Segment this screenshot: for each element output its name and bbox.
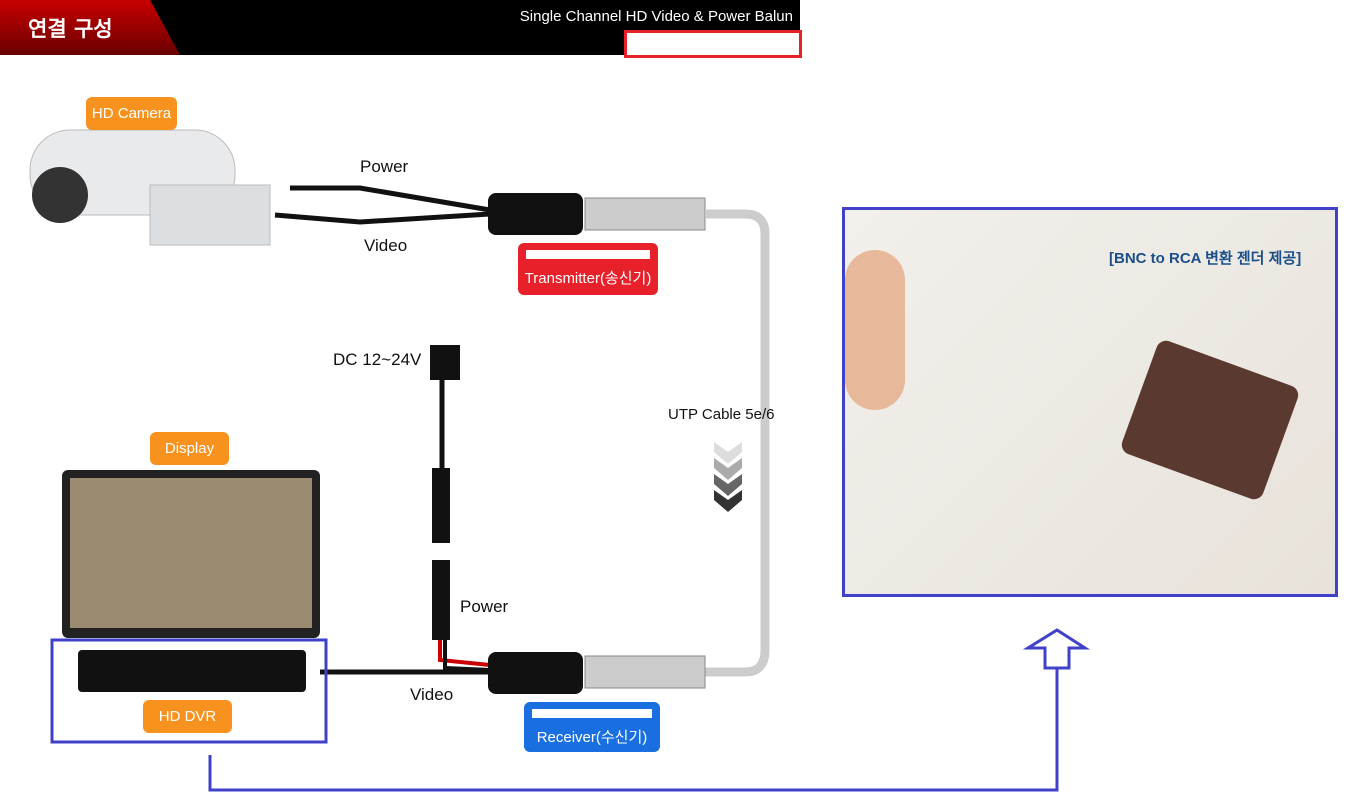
section-title: 연결 구성 [28, 17, 113, 41]
hd-camera-label: HD Camera [86, 97, 177, 130]
transmitter-text: Transmitter(송신기) [524, 270, 652, 287]
connection-line [208, 668, 1059, 792]
video-top-label: Video [364, 236, 408, 255]
receiver-label: Receiver(수신기) [524, 702, 660, 752]
power-adapter-icon [430, 345, 460, 380]
video-bottom-label: Video [410, 685, 454, 704]
dvr-icon [78, 650, 306, 692]
hd-dvr-label: HD DVR [143, 700, 232, 733]
display-label: Display [150, 432, 229, 465]
transmitter-label: Transmitter(송신기) [518, 243, 658, 295]
down-arrow-icon [714, 442, 742, 512]
dc-label: DC 12~24V [333, 350, 422, 369]
utp-cable [705, 209, 770, 677]
utp-label: UTP Cable 5e/6 [668, 406, 775, 423]
section-tab [0, 0, 180, 55]
power-top-label: Power [360, 157, 409, 176]
bnc-rca-photo: [BNC to RCA 변환 젠더 제공] [842, 207, 1338, 597]
transmitter-icon [488, 193, 583, 235]
video-converter-icon [1119, 337, 1301, 503]
photo-caption: [BNC to RCA 변환 젠더 제공] [1109, 250, 1302, 267]
highlight-box [624, 30, 802, 58]
receiver-icon [488, 652, 583, 694]
up-arrow-icon [1022, 628, 1091, 670]
power-bottom-label: Power [460, 597, 509, 616]
hand-icon [845, 250, 905, 410]
camera-icon [29, 129, 271, 246]
product-title: Single Channel HD Video & Power Balun [519, 8, 793, 25]
receiver-text: Receiver(수신기) [536, 729, 648, 746]
